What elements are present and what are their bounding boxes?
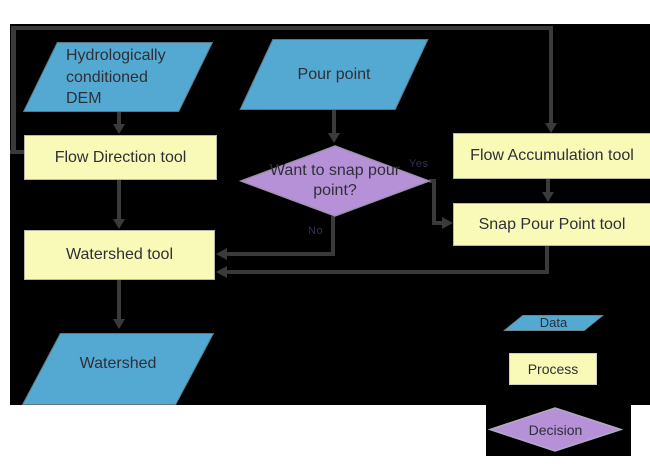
edge-right-vertical — [549, 26, 553, 125]
legend-decision-shape — [487, 407, 624, 452]
edge-pourpoint-decision — [332, 110, 336, 136]
edge-watershedtool-watershed — [117, 280, 121, 322]
node-flow-direction: Flow Direction tool — [24, 135, 217, 180]
node-decision-shape — [238, 145, 432, 217]
edge-no-vertical — [331, 216, 335, 254]
node-dem-label: Hydrologically conditioned DEM — [66, 47, 166, 107]
arrowhead-snap-watershedtool — [216, 266, 227, 278]
arrowhead-dem-flowdirection — [113, 124, 125, 134]
edge-left-vertical — [11, 27, 16, 154]
arrowhead-flowaccumulation-snap — [542, 192, 554, 202]
arrowhead-flowaccumulation — [545, 123, 557, 133]
edge-yes-horizontal2 — [432, 221, 443, 225]
edge-label-no: No — [308, 225, 324, 237]
edge-snap-horizontal — [227, 270, 549, 274]
edge-label-yes: Yes — [409, 158, 429, 170]
edge-flowdirection-watershedtool — [117, 180, 121, 222]
legend-process-shape: Process — [509, 353, 597, 385]
node-flow-accumulation: Flow Accumulation tool — [453, 133, 650, 179]
node-watershed-label: Watershed — [79, 355, 157, 372]
arrowhead-watershedtool-watershed — [113, 319, 125, 329]
edge-dem-flowdirection — [117, 110, 121, 127]
edge-flowdirection-stub — [10, 150, 25, 154]
legend-data-label: Data — [539, 315, 568, 330]
legend-decision-label: Decision — [528, 421, 583, 438]
node-watershed-tool: Watershed tool — [24, 230, 215, 280]
edge-top-horizontal — [11, 26, 553, 30]
edge-yes-vertical — [432, 179, 436, 225]
node-snap-pour-point: Snap Pour Point tool — [453, 203, 650, 246]
arrowhead-pourpoint-decision — [328, 133, 340, 143]
arrowhead-no-watershedtool — [216, 248, 227, 260]
arrowhead-flowdirection-watershedtool — [113, 219, 125, 229]
arrowhead-yes-snappourpoint — [442, 217, 453, 229]
edge-snap-vertical — [545, 246, 549, 274]
node-pour-point-label: Pour point — [297, 65, 371, 83]
edge-no-horizontal — [227, 252, 335, 256]
node-decision-label: Want to snap pour point? — [269, 162, 401, 199]
edge-flowaccumulation-snap — [546, 179, 550, 195]
